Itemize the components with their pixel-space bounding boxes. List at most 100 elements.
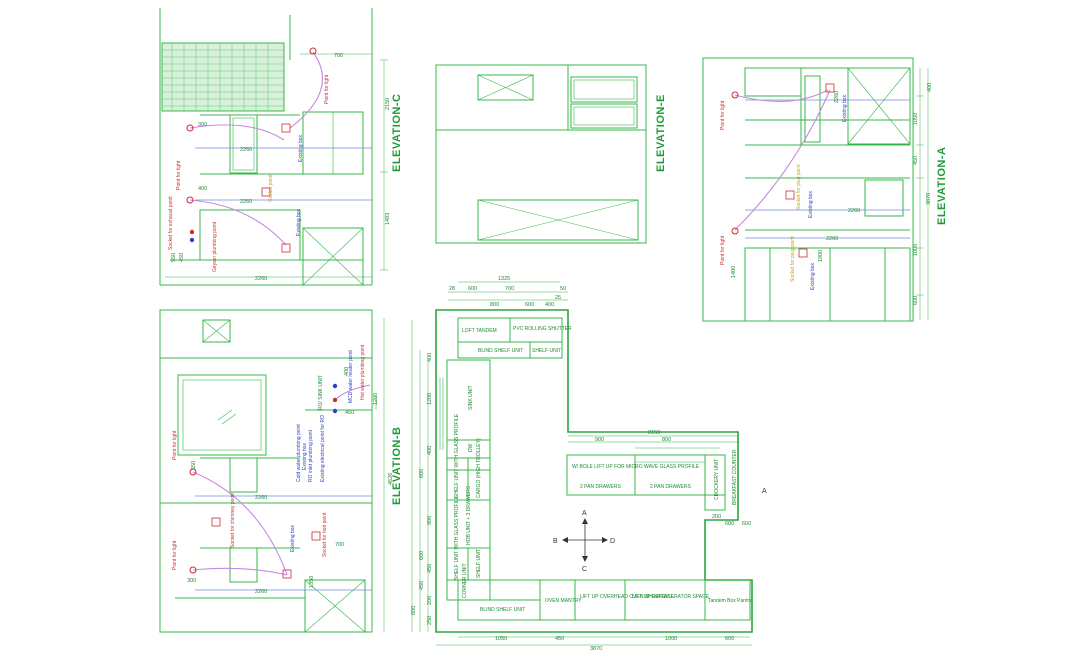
dim-b-5: 2260 <box>255 589 267 595</box>
unit-dw: DW <box>468 443 474 452</box>
plan-left-3: 600 <box>419 469 425 478</box>
unit-liftup: LIFT UP OVERHEAD OVEN SHOWCASE <box>580 594 675 600</box>
grille-pattern <box>162 43 284 111</box>
note-a-4: Existing box <box>810 263 816 290</box>
dim-c-7: 400 <box>198 186 207 192</box>
plan-bottom-0: 1050 <box>495 636 507 642</box>
dim-c-9: 550 <box>171 253 177 262</box>
elevation-b-title: ELEVATION-B <box>391 427 403 505</box>
plan-left-5: 600 <box>419 551 425 560</box>
note-c-6: Socket point <box>268 174 274 202</box>
elevation-c: 700 2150 1483 2260 2260 2260 300 400 450… <box>159 8 403 286</box>
unit-crockery: CROCKERY UNIT <box>714 459 720 500</box>
dim-a-0: 400 <box>927 83 933 92</box>
note-b-1: Point for light <box>172 540 178 570</box>
dim-a-1: 1050 <box>913 113 919 125</box>
unit-shelf-top: SHELF UNIT <box>532 348 561 354</box>
compass-c: C <box>582 566 587 573</box>
unit-tandem-pantry: Tandem Box Pantry <box>708 598 752 604</box>
unit-oven: OVEN MANTRY <box>545 598 582 604</box>
note-c-4: Socket for exhaust point <box>168 196 174 250</box>
plan-top-8: 800 <box>490 302 499 308</box>
plan-left-7: 450 <box>419 581 425 590</box>
unit-pvc-shutter: PVC ROLLING SHUTTER <box>513 326 572 332</box>
plan-left-10: 250 <box>427 616 433 625</box>
dim-b-9: 1350 <box>309 576 315 588</box>
plan-right-4: 200 <box>712 514 721 520</box>
dim-c-2: 1483 <box>385 213 391 225</box>
unit-lift-right: W/ BOLE LIFT UP FOR MICRO WAVE GLASS PRO… <box>572 464 700 470</box>
plan-bottom-3: 600 <box>725 636 734 642</box>
elevation-a: 400 1050 450 1000 600 3870 2260 2260 226… <box>702 57 948 322</box>
note-a-1: Point for light <box>720 235 726 265</box>
note-a-6: Socket for plug point <box>790 236 796 282</box>
plan-left-4: 900 <box>427 516 433 525</box>
plan-left-6: 450 <box>427 564 433 573</box>
dim-b-1: 1200 <box>373 393 379 405</box>
note-b-2: Existing box <box>290 525 296 552</box>
plan-bottom-2: 1000 <box>665 636 677 642</box>
plan-top-7: 400 <box>545 302 554 308</box>
compass-b: B <box>553 538 558 545</box>
plan-right-5: 600 <box>742 521 751 527</box>
dim-a-3: 1000 <box>913 244 919 256</box>
plan-right-0: 2150 <box>648 430 660 436</box>
note-a-2: Existing box <box>842 95 848 122</box>
dim-a-4: 600 <box>913 296 919 305</box>
dim-b-8: 300 <box>187 578 196 584</box>
dim-b-0: 4626 <box>388 473 394 485</box>
plan-top-3: 28 <box>449 286 455 292</box>
dim-b-4: 2260 <box>255 495 267 501</box>
note-c-1: Point for light <box>176 160 182 190</box>
window-grille <box>161 42 285 112</box>
unit-fridge: LIFT UP REFRIGERATOR SPACE <box>632 594 710 600</box>
dim-a-9: 1900 <box>818 250 824 262</box>
plan-right-1: 800 <box>662 437 671 443</box>
dim-b-3: 400 <box>344 367 350 376</box>
unit-shelf-glass-low: SHELF UNIT WITH GLASS PROFILE <box>454 495 460 580</box>
dim-b-7: 550 <box>191 461 197 470</box>
dim-c-3: 2260 <box>240 147 252 153</box>
dim-a-10: 1400 <box>731 266 737 278</box>
unit-loft-tandem: LOFT TANDEM <box>462 328 497 334</box>
note-a-0: Point for light <box>720 100 726 130</box>
note-b-7: Hot water plumbing point <box>360 344 366 400</box>
plan-left-0: 400 <box>427 353 433 362</box>
unit-corner: CORNER UNIT <box>462 563 468 598</box>
unit-breakfast: BREAKFAST COUNTER <box>732 449 738 505</box>
plan-top-0: 1325 <box>498 276 510 282</box>
unit-blind-bottom: BLIND SHELF UNIT <box>480 607 525 613</box>
note-b-3: Existing box <box>302 443 308 470</box>
plan-bottom-4: 3870 <box>590 646 602 652</box>
dim-a-2: 450 <box>913 156 919 165</box>
plan-right-3: 600 <box>725 521 734 527</box>
elevation-b: 4626 1200 450 400 2260 2260 700 550 300 … <box>159 309 403 633</box>
section-marker: A <box>762 488 767 495</box>
plan-bottom-1: 450 <box>555 636 564 642</box>
note-b-11: RO/ SINK UNIT <box>318 375 324 410</box>
dim-c-4: 2260 <box>240 199 252 205</box>
unit-cargo: CARGO (HIGH TROLLEY) <box>476 438 482 498</box>
plan-left-2: 400 <box>427 446 433 455</box>
note-a-3: Existing box <box>808 191 814 218</box>
unit-shelf-low: SHELF UNIT <box>476 549 482 578</box>
compass-a: A <box>582 510 587 517</box>
note-b-8: Cold water plumbing point <box>296 424 302 482</box>
dim-a-7: 2260 <box>848 208 860 214</box>
note-c-3: Existing box <box>296 209 302 236</box>
note-b-4: Socket for chimney point <box>230 493 236 548</box>
note-a-5: Socket for plug point <box>796 164 802 210</box>
elevation-e-title: ELEVATION-E <box>655 94 667 172</box>
unit-shelf-glass: SHELF UNIT WITH GLASS PROFILE <box>454 413 460 498</box>
note-b-10: Existing electrical point for RO <box>320 415 326 482</box>
note-c-5: Geyser plumbing point <box>212 221 218 272</box>
dim-c-5: 2260 <box>255 276 267 282</box>
note-b-5: Socket for hob point <box>322 512 328 557</box>
dim-b-6: 700 <box>335 542 344 548</box>
plan-top-4: 50 <box>560 286 566 292</box>
dim-c-0: 700 <box>334 53 343 59</box>
dim-b-2: 450 <box>345 410 354 416</box>
plan-top-1: 600 <box>468 286 477 292</box>
unit-two-drawer-b: 2 PAN DRAWERS <box>650 484 692 490</box>
plan-left-9: 600 <box>411 606 417 615</box>
